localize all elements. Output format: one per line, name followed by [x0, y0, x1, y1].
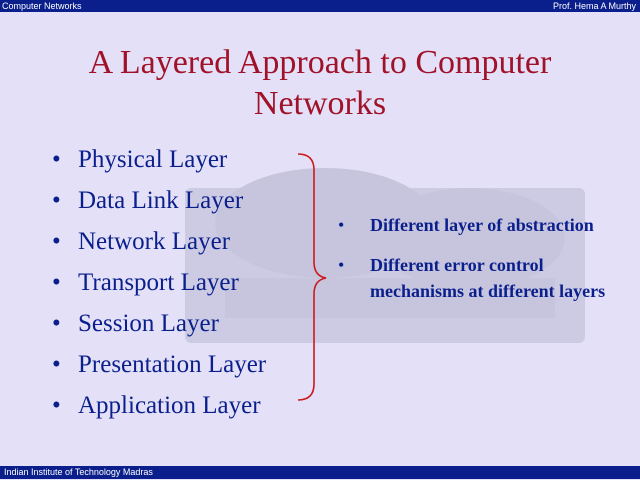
- author-name: Prof. Hema A Murthy: [552, 1, 636, 11]
- institute-name: Indian Institute of Technology Madras: [4, 467, 153, 477]
- layer-item: • Application Layer: [52, 388, 266, 429]
- campus-watermark-image: [185, 168, 585, 343]
- note-item: • Different error control mechanisms at d…: [338, 252, 618, 304]
- notes-list: • Different layer of abstraction • Differe…: [338, 212, 618, 318]
- layer-item: • Network Layer: [52, 224, 266, 265]
- layer-label: Presentation Layer: [78, 351, 267, 378]
- bullet-icon: •: [52, 392, 61, 419]
- note-item: • Different layer of abstraction: [338, 212, 618, 238]
- header-bar: Computer Networks Prof. Hema A Murthy: [0, 0, 640, 12]
- note-text: Different layer of abstraction: [370, 215, 594, 235]
- footer-bar: Indian Institute of Technology Madras: [0, 466, 640, 479]
- layer-label: Transport Layer: [78, 269, 239, 296]
- layer-label: Network Layer: [78, 228, 231, 255]
- layer-list: • Physical Layer • Data Link Layer • Networ…: [52, 142, 266, 429]
- layer-label: Data Link Layer: [78, 187, 244, 214]
- layer-label: Physical Layer: [78, 146, 228, 173]
- bullet-icon: •: [52, 228, 61, 255]
- layer-label: Application Layer: [78, 392, 261, 419]
- layer-item: • Data Link Layer: [52, 183, 266, 224]
- layer-label: Session Layer: [78, 310, 219, 337]
- slide-title: A Layered Approach to Computer Networks: [88, 44, 552, 122]
- layer-item: • Transport Layer: [52, 265, 266, 306]
- bullet-icon: •: [52, 146, 61, 173]
- bullet-icon: •: [338, 215, 345, 235]
- bullet-icon: •: [52, 310, 61, 337]
- bullet-icon: •: [52, 351, 61, 378]
- layer-item: • Session Layer: [52, 306, 266, 347]
- right-brace-icon: [297, 153, 327, 401]
- layer-item: • Physical Layer: [52, 142, 266, 183]
- layer-item: • Presentation Layer: [52, 347, 266, 388]
- bullet-icon: •: [52, 187, 61, 214]
- note-text: Different error control mechanisms at di…: [370, 255, 606, 301]
- bullet-icon: •: [52, 269, 61, 296]
- bullet-icon: •: [338, 255, 345, 275]
- course-title: Computer Networks: [2, 1, 82, 11]
